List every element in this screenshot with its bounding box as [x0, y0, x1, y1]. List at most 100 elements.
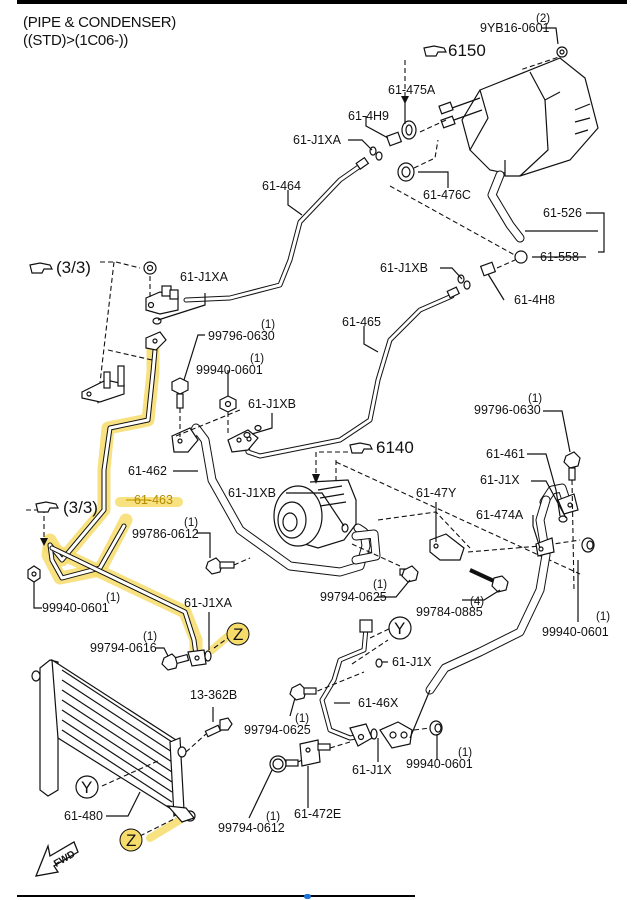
pointing-hand-icon	[349, 442, 373, 454]
bolt-13-362b	[185, 717, 233, 753]
part-label-99940-0601: 99940-0601	[542, 625, 609, 639]
qty-label: (1)	[184, 517, 198, 529]
part-label-61-j1xa: 61-J1XA	[180, 270, 229, 284]
nut-99940-0601-b	[27, 565, 41, 583]
part-label-61-4h9: 61-4H9	[348, 109, 389, 123]
part-label-99940-0601: 99940-0601	[196, 363, 263, 377]
svg-text:Y: Y	[394, 619, 405, 638]
part-label-99794-0625: 99794-0625	[244, 723, 311, 737]
joint-block-61-j1xa	[143, 261, 179, 325]
part-label-9yb16-0601: 9YB16-0601	[480, 21, 550, 35]
part-label-61-480: 61-480	[64, 809, 103, 823]
part-label-61-472e: 61-472E	[294, 807, 341, 821]
leader-dash	[369, 625, 396, 639]
nut-99940-0601-c	[581, 537, 595, 553]
part-label-61-475a: 61-475A	[388, 83, 436, 97]
leader-dash	[26, 509, 45, 542]
pointing-hand-icon	[423, 45, 447, 57]
leader-dash	[309, 671, 365, 695]
part-label-61-47y: 61-47Y	[416, 486, 457, 500]
part-61-475a-grommet	[401, 120, 417, 140]
part-label-99794-0612: 99794-0612	[218, 821, 285, 835]
fwd-arrow-icon: FWD	[34, 841, 79, 877]
part-label-61-j1xb: 61-J1XB	[380, 261, 428, 275]
part-label-61-465: 61-465	[342, 315, 381, 329]
leader-dash	[97, 261, 115, 401]
svg-text:Z: Z	[126, 831, 136, 850]
part-label-61-476c: 61-476C	[423, 188, 471, 202]
part-label-61-463: 61-463	[134, 493, 173, 507]
part-61-4h8-clip	[479, 261, 497, 277]
bolt-99784-0885	[469, 568, 509, 593]
nut-99940-0601-d	[413, 720, 443, 736]
svg-text:Z: Z	[233, 625, 243, 644]
leader-dash	[467, 539, 581, 553]
part-label-61-j1xb: 61-J1XB	[248, 397, 296, 411]
leader-dash	[101, 759, 161, 787]
leader-dash	[335, 461, 581, 575]
part-label-61-474a: 61-474A	[476, 508, 524, 522]
qty-label: (1)	[106, 592, 120, 604]
part-label-99796-0630: 99796-0630	[474, 403, 541, 417]
part-label-61-558: 61-558	[540, 250, 579, 264]
part-label-61-461: 61-461	[486, 447, 525, 461]
qty-label: (4)	[470, 596, 484, 608]
part-label-99940-0601: 99940-0601	[406, 757, 473, 771]
pipe-61-463	[47, 331, 207, 667]
leader-lines	[33, 27, 605, 819]
callout-z-bottom: Z	[119, 828, 143, 852]
part-label-99796-0630: 99796-0630	[208, 329, 275, 343]
bolt-99794-0612	[269, 755, 303, 773]
bolt-99794-0616	[161, 653, 190, 671]
part-label-99784-0885: 99784-0885	[416, 605, 483, 619]
part-label-13-362b: 13-362B	[190, 688, 237, 702]
qty-label: (1)	[458, 747, 472, 759]
part-61-4h9-clip	[385, 131, 403, 147]
leader-dash	[389, 185, 521, 259]
title-line-1: (PIPE & CONDENSER)	[23, 14, 176, 31]
callout-z-top: Z	[226, 622, 250, 646]
qty-label: (1)	[261, 319, 275, 331]
diagram-title: (PIPE & CONDENSER) ((STD)>(1C06-))	[23, 14, 176, 50]
bolt-99794-0625-b	[289, 683, 317, 701]
ref-6150: 6150	[448, 41, 486, 60]
leader-dash	[496, 259, 516, 269]
qty-label: (1)	[295, 713, 309, 725]
scroll-indicator-dot	[304, 894, 311, 899]
qty-label: (2)	[536, 13, 550, 25]
part-label-99940-0601: 99940-0601	[42, 601, 109, 615]
o-ring-61-j1xa-top	[369, 146, 383, 161]
callout-y-top: Y	[388, 616, 412, 640]
part-label-61-526: 61-526	[543, 206, 582, 220]
part-label-61-464: 61-464	[262, 179, 301, 193]
hose-61-462	[171, 423, 371, 577]
part-label-99786-0612: 99786-0612	[132, 527, 199, 541]
ref-6140-arrow	[315, 451, 348, 478]
title-line-2: ((STD)>(1C06-))	[23, 32, 129, 49]
part-label-61-j1xa: 61-J1XA	[293, 133, 342, 147]
pointing-hand-icon	[35, 501, 59, 513]
part-label-99794-0625: 99794-0625	[320, 590, 387, 604]
ref-3-3-mid: (3/3)	[63, 498, 98, 517]
part-61-558-grommet	[514, 250, 528, 264]
qty-label: (1)	[266, 811, 280, 823]
bracket-61-472e	[299, 739, 351, 767]
pipe-61-464	[183, 156, 370, 303]
qty-label: (1)	[250, 353, 264, 365]
leader-dash	[351, 639, 389, 665]
bolt-99796-0630-b	[563, 451, 581, 591]
leader-dash	[413, 139, 439, 169]
arrow-head	[40, 538, 48, 546]
part-label-61-j1x: 61-J1X	[352, 763, 392, 777]
qty-label: (1)	[596, 611, 610, 623]
part-61-476c-grommet	[397, 162, 415, 182]
ref-6140: 6140	[376, 438, 414, 457]
pipe-61-461	[379, 483, 579, 749]
compressor	[273, 479, 381, 565]
part-label-61-462: 61-462	[128, 464, 167, 478]
leader-dash	[351, 543, 401, 567]
bolt-99796-0630-a	[171, 377, 189, 438]
leader-dash	[107, 349, 153, 361]
callout-y-left: Y	[75, 775, 99, 799]
ref-3-3-top: (3/3)	[56, 258, 91, 277]
